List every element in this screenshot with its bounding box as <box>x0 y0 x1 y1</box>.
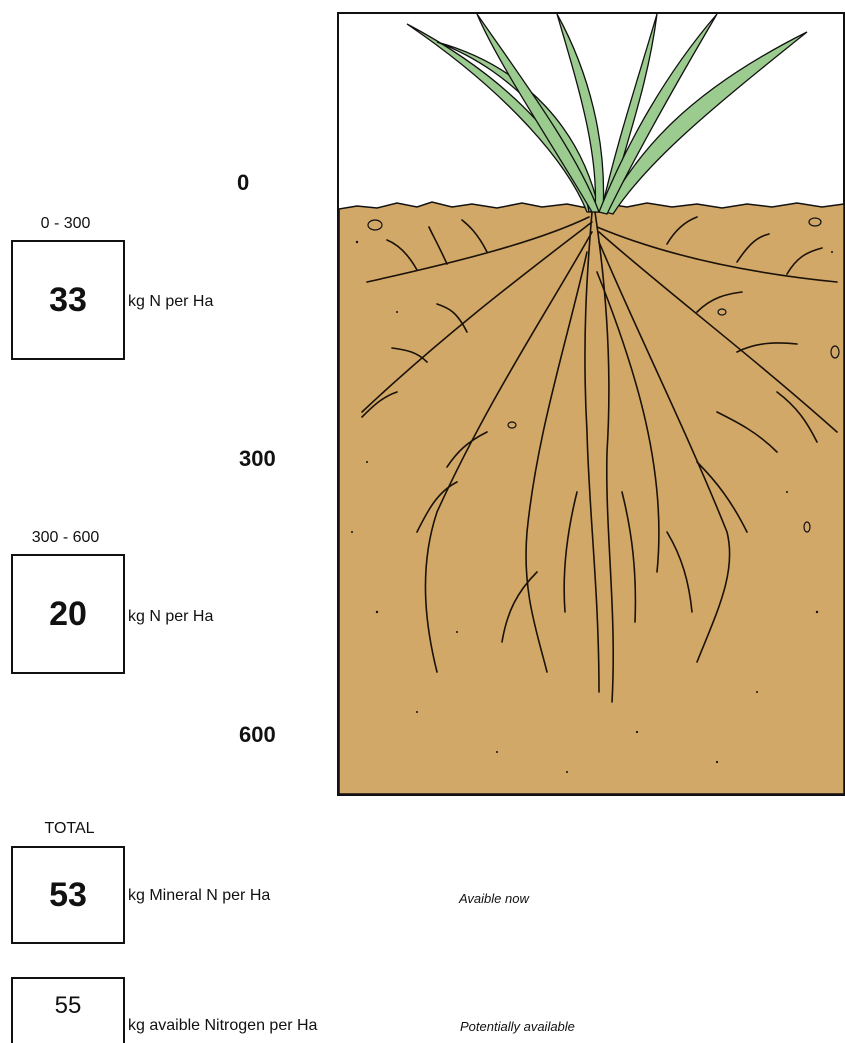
soil-root-illustration <box>337 12 845 796</box>
layer-nitrogen-box: 33 <box>11 240 125 360</box>
layer-range-label: 0 - 300 <box>8 215 123 233</box>
depth-mark-300: 300 <box>239 446 276 472</box>
total-nitrogen-value: 53 <box>49 876 87 915</box>
layer-unit-label: kg N per Ha <box>128 293 213 311</box>
soil-layer <box>339 202 844 794</box>
depth-mark-0: 0 <box>237 170 249 196</box>
layer-nitrogen-value: 20 <box>49 595 87 634</box>
layer-range-label: 300 - 600 <box>8 529 123 547</box>
depth-mark-600: 600 <box>239 722 276 748</box>
total-note: Avaible now <box>459 891 529 906</box>
total-label: TOTAL <box>12 820 127 838</box>
potential-nitrogen-box: 55 <box>11 977 125 1043</box>
layer-nitrogen-box: 20 <box>11 554 125 674</box>
potential-note: Potentially available <box>460 1019 575 1034</box>
potential-unit-label: kg avaible Nitrogen per Ha <box>128 1017 317 1035</box>
total-nitrogen-box: 53 <box>11 846 125 944</box>
layer-unit-label: kg N per Ha <box>128 608 213 626</box>
layer-nitrogen-value: 33 <box>49 281 87 320</box>
potential-nitrogen-value: 55 <box>55 992 82 1020</box>
total-unit-label: kg Mineral N per Ha <box>128 887 270 905</box>
